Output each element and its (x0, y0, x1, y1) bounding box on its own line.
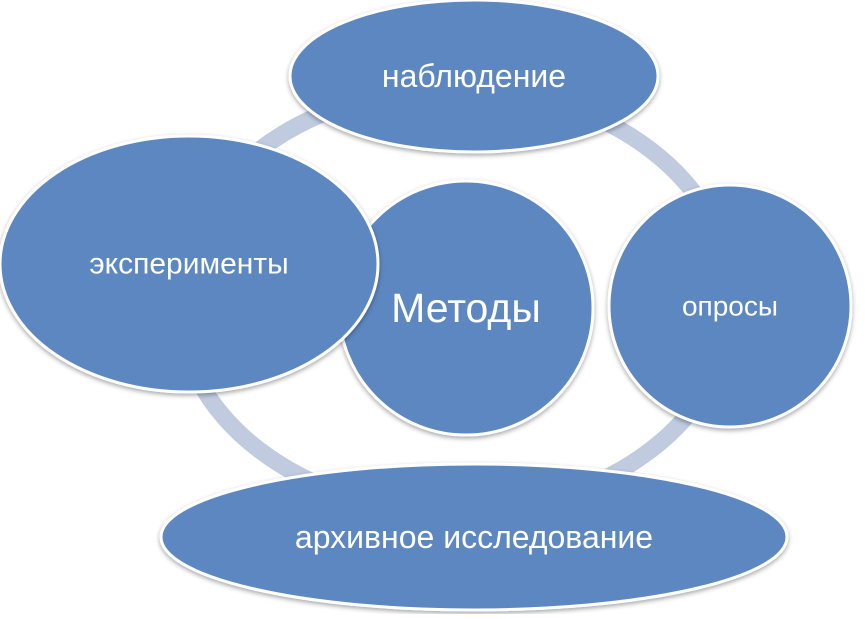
node-experiments: эксперименты (0, 134, 380, 394)
node-surveys-label: опросы (682, 291, 778, 322)
center-node: Методы (337, 179, 595, 437)
node-experiments-label: эксперименты (89, 248, 288, 281)
node-archive-shape (159, 462, 789, 612)
node-experiments-shape (0, 134, 380, 394)
node-surveys: опросы (607, 183, 853, 429)
center-node-label: Методы (391, 285, 541, 331)
node-observation-shape (288, 0, 660, 154)
node-surveys-shape (607, 183, 853, 429)
node-archive: архивное исследование (159, 462, 789, 612)
node-archive-label: архивное исследование (295, 519, 653, 555)
node-observation-label: наблюдение (382, 58, 566, 94)
node-observation: наблюдение (288, 0, 660, 154)
